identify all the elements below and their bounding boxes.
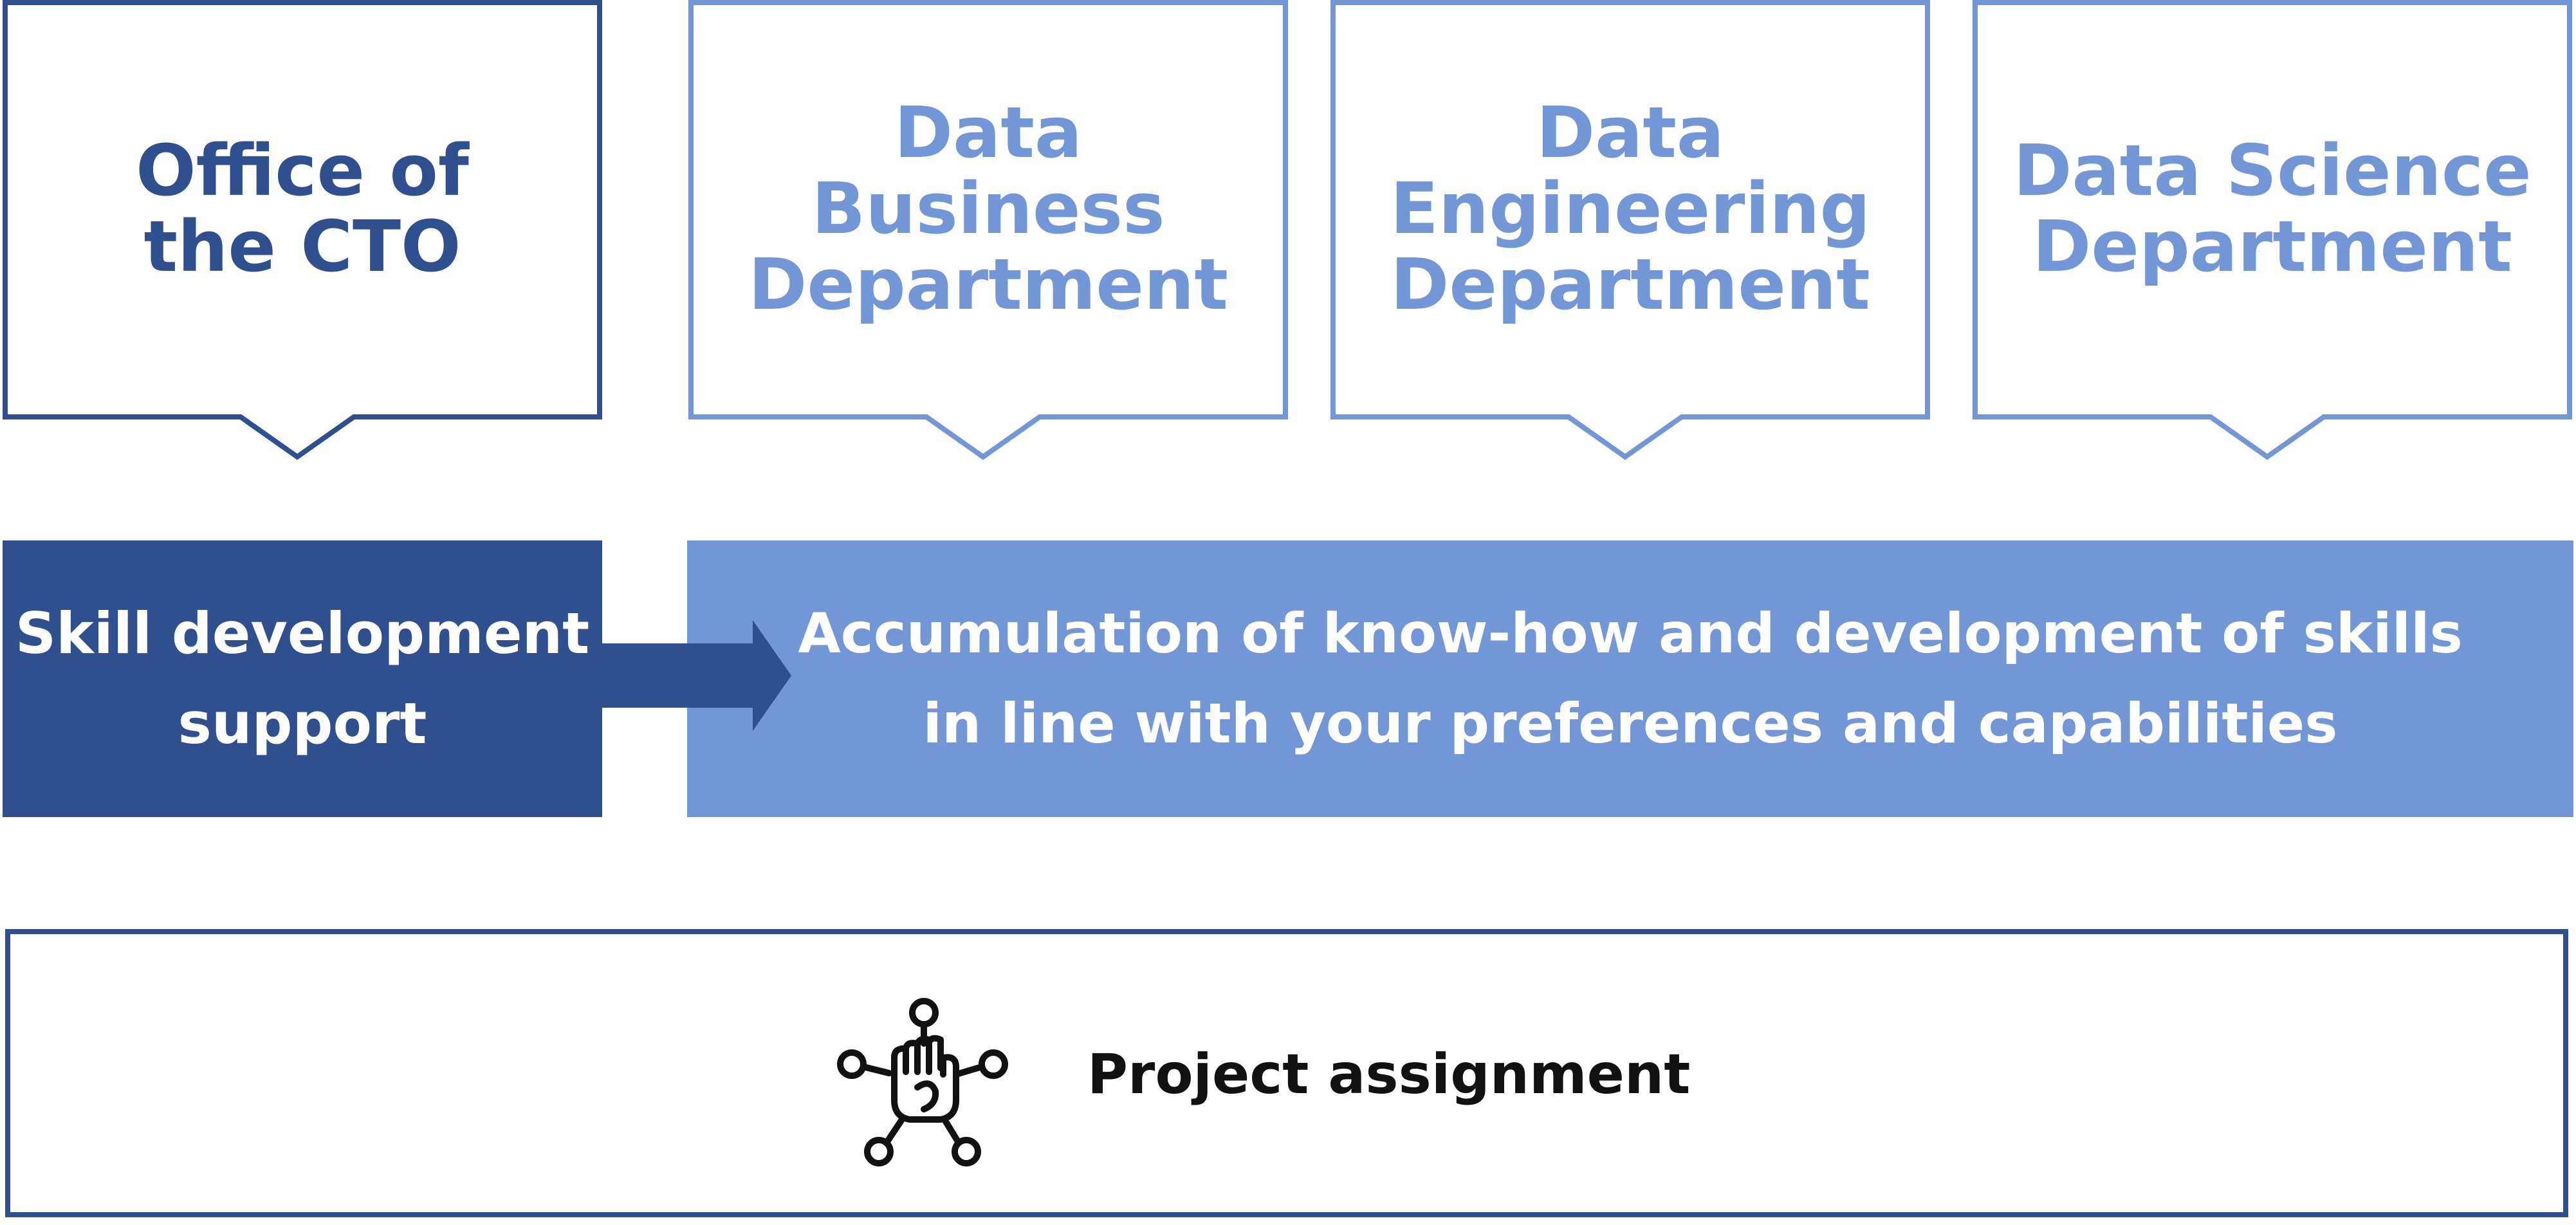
callout-frame — [688, 0, 1288, 460]
department-title: Data Science Department — [2013, 129, 2532, 288]
project-assignment-label: Project assignment — [1087, 1042, 1691, 1107]
callout-office-of-the-cto: Office of the CTO — [3, 0, 602, 463]
callout-frame — [3, 0, 602, 460]
skill-development-support-box: Skill development support — [3, 540, 602, 817]
callout-frame — [1330, 0, 1930, 460]
callout-frame — [1973, 0, 2572, 460]
callout-data-science-department: Data Science Department — [1973, 0, 2572, 463]
department-title: Office of the CTO — [136, 129, 469, 288]
accumulation-box: Accumulation of know-how and development… — [687, 540, 2573, 817]
callout-data-business-department: Data Business Department — [688, 0, 1288, 463]
right-arrow-icon — [602, 620, 791, 731]
callout-data-engineering-department: Data Engineering Department — [1330, 0, 1930, 463]
department-title: Data Business Department — [748, 91, 1228, 326]
network-hand-icon — [837, 998, 1008, 1166]
department-title: Data Engineering Department — [1390, 91, 1871, 326]
project-assignment-box — [5, 929, 2568, 1217]
